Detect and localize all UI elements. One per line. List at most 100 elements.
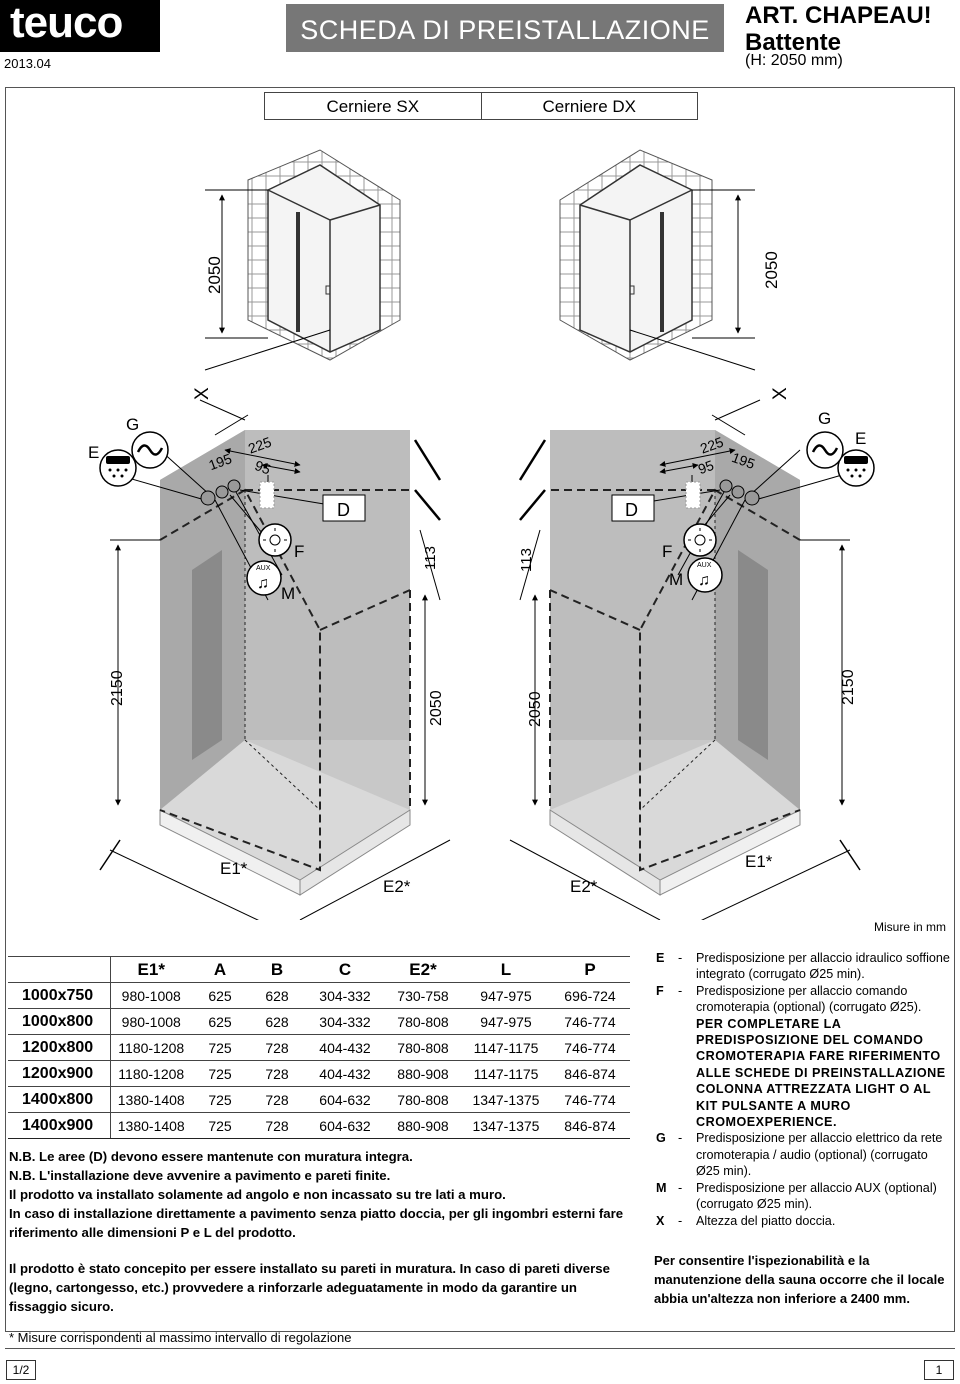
table-cell: 728 [248, 1086, 306, 1113]
label-e2-right: E2* [570, 877, 598, 896]
table-header-model [8, 956, 111, 983]
legend-item: G - Predisposizione per allaccio elettri… [656, 1131, 943, 1179]
hinge-headers: Cerniere SX Cerniere DX [264, 92, 698, 120]
music-note-icon-right: ♫ [698, 572, 710, 589]
legend-text: Predisposizione per allaccio elettrico d… [696, 1131, 943, 1179]
light-bulb-icon [258, 523, 292, 557]
article-name: ART. CHAPEAU! Battente [745, 2, 932, 56]
footnote: * Misure corrispondenti al massimo inter… [9, 1330, 352, 1345]
table-header-c: C [306, 956, 384, 983]
label-e2-left: E2* [383, 877, 411, 896]
legend-text: Predisposizione per allaccio idraulico s… [696, 951, 950, 982]
article-code: ART. CHAPEAU! [745, 2, 932, 29]
label-e-left: E [88, 443, 99, 462]
table-cell: 604-632 [306, 1112, 384, 1139]
table-cell: 780-808 [384, 1086, 462, 1113]
label-d-left: D [337, 500, 350, 520]
label-g-left: G [126, 415, 139, 434]
hinge-right-label: Cerniere DX [480, 93, 698, 119]
table-cell: 746-774 [550, 1008, 630, 1035]
page-title: SCHEDA DI PREISTALLAZIONE [286, 4, 724, 52]
table-cell: 725 [192, 1034, 248, 1061]
table-cell: 846-874 [550, 1112, 630, 1139]
legend-key: G [656, 1131, 666, 1146]
table-cell: 628 [248, 982, 306, 1009]
music-note-icon: ♫ [257, 575, 269, 592]
note-item: Il prodotto va installato solamente ad a… [9, 1187, 506, 1202]
table-cell: 404-432 [306, 1034, 384, 1061]
table-row: 1200x900 1180-1208 725 728 404-432 880-9… [8, 1060, 630, 1087]
table-cell: 1347-1375 [462, 1086, 550, 1113]
legend-key: F [656, 983, 664, 998]
table-cell: 404-432 [306, 1060, 384, 1087]
table-header-p: P [550, 956, 630, 983]
legend-text: Predisposizione per allaccio comando cro… [696, 983, 922, 1015]
table-header-row: E1* A B C E2* L P [8, 956, 630, 983]
power-wave-icon-right [806, 431, 844, 469]
table-cell: 696-724 [550, 982, 630, 1009]
label-e1-left: E1* [220, 859, 248, 878]
table-row: 1400x800 1380-1408 725 728 604-632 780-8… [8, 1086, 630, 1113]
label-m-right: M [669, 570, 683, 589]
table-cell: 980-1008 [110, 1008, 192, 1035]
table-cell: 1180-1208 [110, 1034, 192, 1061]
table-cell: 304-332 [306, 982, 384, 1009]
label-d-right: D [625, 500, 638, 520]
dimensions-table: E1* A B C E2* L P 1000x750 980-1008 625 … [8, 956, 630, 1139]
table-header-b: B [248, 956, 306, 983]
table-row: 1000x750 980-1008 625 628 304-332 730-75… [8, 982, 630, 1009]
table-cell: 880-908 [384, 1060, 462, 1087]
table-cell-model: 1200x800 [8, 1034, 111, 1061]
aux-label: AUX [256, 565, 271, 572]
hinge-left-label: Cerniere SX [326, 97, 420, 116]
units-note: Misure in mm [873, 920, 946, 934]
wall-drawing-left [99, 399, 451, 920]
power-wave-icon [131, 431, 169, 469]
table-cell-model: 1000x750 [8, 982, 111, 1009]
table-cell: 304-332 [306, 1008, 384, 1035]
note-item: N.B. L'installazione deve avvenire a pav… [9, 1168, 391, 1183]
label-f-right: F [662, 542, 672, 561]
dim-95-left: 95 [253, 457, 273, 477]
table-cell-model: 1000x800 [8, 1008, 111, 1035]
legend-key: M [656, 1180, 667, 1195]
table-cell: 625 [192, 1008, 248, 1035]
dim-113-right: 113 [518, 548, 535, 572]
table-cell: 947-975 [462, 982, 550, 1009]
label-f-left: F [294, 542, 304, 561]
document-date: 2013.04 [4, 56, 51, 71]
label-g-right: G [818, 409, 831, 428]
table-cell: 728 [248, 1060, 306, 1087]
dim-2050-wall-right: 2050 [527, 691, 544, 727]
table-row: 1000x800 980-1008 625 628 304-332 780-80… [8, 1008, 630, 1035]
table-cell: 880-908 [384, 1112, 462, 1139]
dim-2150-left: 2150 [109, 670, 126, 706]
table-row: 1400x900 1380-1408 725 728 604-632 880-9… [8, 1112, 630, 1139]
table-cell: 1380-1408 [110, 1086, 192, 1113]
table-cell-model: 1200x900 [8, 1060, 111, 1087]
article-height: (H: 2050 mm) [745, 52, 843, 69]
label-x-left: X [192, 387, 213, 400]
table-row: 1200x800 1180-1208 725 728 404-432 780-8… [8, 1034, 630, 1061]
aux-music-icon-right: AUX ♫ [687, 557, 723, 593]
dim-225-right: 225 [698, 434, 726, 457]
dim-2050-iso-right: 2050 [762, 251, 781, 289]
cabin-iso-right [559, 149, 756, 371]
table-cell: 1147-1175 [462, 1060, 550, 1087]
shower-head-icon-right [837, 449, 875, 487]
table-cell: 728 [248, 1112, 306, 1139]
table-cell: 980-1008 [110, 982, 192, 1009]
wall-drawing-right [509, 399, 861, 920]
table-cell: 746-774 [550, 1086, 630, 1113]
table-cell: 725 [192, 1112, 248, 1139]
dim-195-left: 195 [206, 450, 234, 473]
note-item: N.B. Le aree (D) devono essere mantenute… [9, 1149, 413, 1164]
table-cell: 728 [248, 1034, 306, 1061]
legend-item: E - Predisposizione per allaccio idrauli… [656, 951, 950, 982]
table-header-l: L [462, 956, 550, 983]
cabin-iso-left [204, 149, 401, 371]
shower-head-icon [99, 449, 137, 487]
table-header-e1: E1* [110, 956, 192, 983]
sauna-note: Per consentire l'ispezionabilità e la ma… [654, 1253, 945, 1306]
table-cell: 1180-1208 [110, 1060, 192, 1087]
